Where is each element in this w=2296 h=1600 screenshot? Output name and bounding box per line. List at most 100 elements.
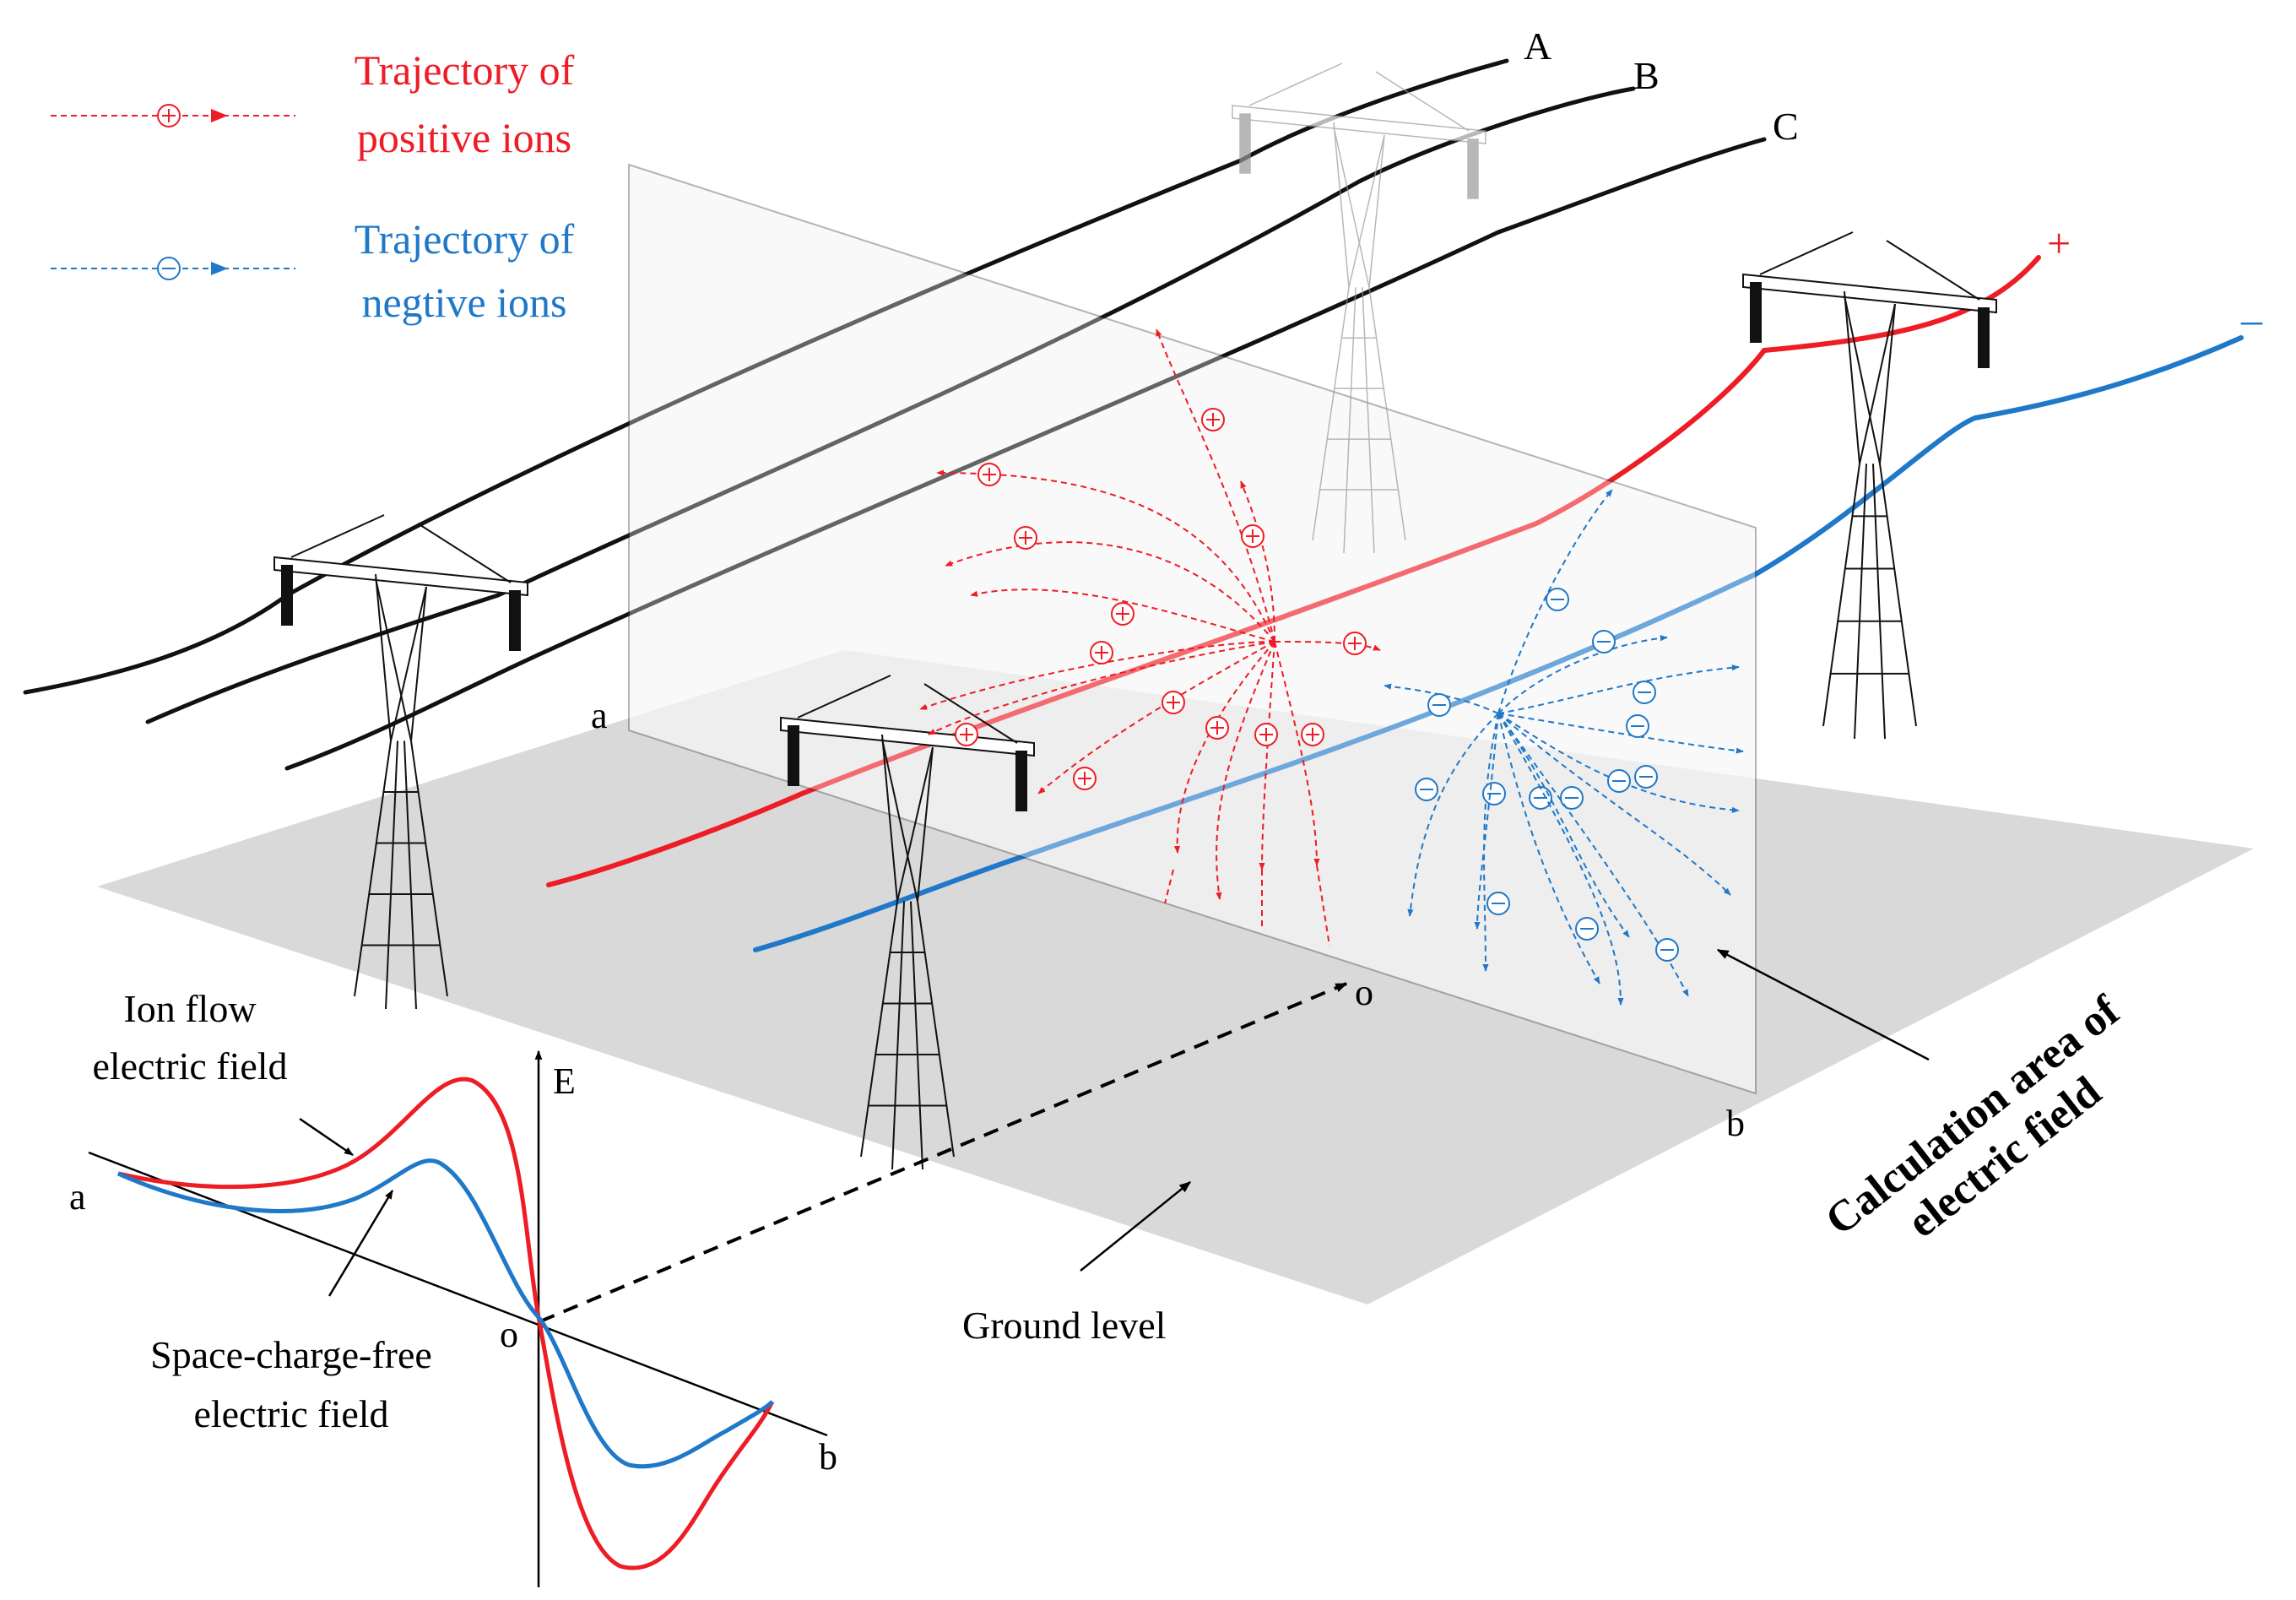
dc-positive-label: + [2047, 220, 2071, 267]
projection-dashed-line [539, 982, 1348, 1323]
negative-ion-trajectory-2 [1497, 630, 1668, 714]
negative-ion-trajectory-4 [1497, 713, 1744, 754]
positive-ion-trajectory-1 [1156, 328, 1275, 643]
plus-in-circle-icon [1162, 691, 1185, 714]
tower-ac-left [273, 514, 528, 1010]
space-charge-free-label-line1: Space-charge-free [150, 1333, 432, 1376]
negative-ion-trajectory-3 [1497, 664, 1740, 714]
minus-in-circle-icon [1482, 782, 1506, 805]
legend-positive-sample [51, 104, 295, 127]
phase-b-conductor [145, 86, 1636, 724]
negative-ion-trajectory-7 [1407, 713, 1499, 917]
plus-in-circle-icon [1014, 526, 1037, 550]
minus-in-circle-icon [1427, 693, 1451, 717]
space-charge-free-label-line2: electric field [193, 1392, 388, 1435]
legend-negative-sample [51, 257, 295, 280]
minus-in-circle-icon [1633, 681, 1656, 704]
minus-in-circle-icon [1486, 892, 1510, 915]
tower-ac-back [1232, 62, 1486, 554]
phase-c-label: C [1773, 105, 1799, 148]
minus-in-circle-icon [1560, 786, 1584, 810]
plus-in-circle-icon [1073, 767, 1097, 790]
positive-ion-trajectory-12 [1274, 632, 1381, 655]
positive-ion-tail-3 [1316, 865, 1330, 946]
plus-in-circle-icon [1241, 524, 1264, 548]
minus-in-circle-icon [1592, 630, 1616, 654]
minus-in-circle-icon [1575, 917, 1599, 941]
plus-in-circle-icon [1301, 723, 1324, 746]
negative-ion-trajectory-8 [1482, 713, 1506, 972]
calculation-plane [629, 165, 1756, 1093]
negative-ion-trajectory-10 [1497, 713, 1630, 938]
positive-ion-trajectory-2 [936, 463, 1275, 643]
plus-in-circle-icon [977, 463, 1001, 486]
graph-axis-e: E [553, 1060, 576, 1102]
ion-flow-label-line2: electric field [92, 1044, 287, 1087]
negative-ion-trajectory-5 [1497, 713, 1740, 813]
graph-axis-b: b [819, 1436, 837, 1478]
plus-in-circle-icon [1254, 723, 1278, 746]
plus-in-circle-icon [1201, 408, 1225, 431]
positive-ion-trajectory-7 [1037, 641, 1275, 795]
ion-trajectories [919, 328, 1744, 1006]
minus-in-circle-icon [1529, 786, 1552, 810]
positive-ion-trajectory-3 [945, 526, 1275, 643]
phase-a-label: A [1524, 24, 1551, 68]
minus-in-circle-icon [1415, 778, 1438, 801]
positive-ion-trajectory-13 [1240, 480, 1275, 643]
ion-flow-pointer [299, 1117, 354, 1157]
tower-dc-right [1742, 231, 1997, 740]
ground-level-pointer [1080, 1181, 1192, 1272]
plus-in-circle-icon [1343, 632, 1367, 655]
negative-ion-trajectory-14 [1497, 713, 1624, 1006]
legend-positive-line2: positive ions [357, 114, 571, 161]
minus-in-circle-icon [1634, 765, 1658, 789]
minus-in-circle-icon [1607, 769, 1631, 793]
positive-ion-trajectory-11 [1274, 641, 1324, 866]
plus-in-circle-icon [1090, 641, 1113, 664]
calculation-plane-overlay [628, 163, 1757, 1095]
negative-ion-trajectory-12 [1497, 713, 1689, 997]
space-charge-free-pointer [328, 1190, 394, 1297]
ground-level-label: Ground level [962, 1304, 1166, 1347]
minus-in-circle-icon [1626, 714, 1649, 738]
dc-negative-label: – [2240, 296, 2263, 343]
plus-in-circle-icon [1111, 602, 1134, 626]
graph-ab-axis [88, 1151, 828, 1437]
calc-area-pointer [1716, 948, 1930, 1061]
graph-axis-o: o [500, 1314, 518, 1355]
positive-ion-trajectory-10 [1254, 641, 1278, 871]
legend-negative-line2: negtive ions [361, 279, 566, 326]
phase-c-conductor [284, 137, 1767, 771]
minus-in-circle-icon [1546, 588, 1569, 611]
positive-ion-trajectory-9 [1205, 641, 1275, 900]
field-graph: E a b o Ion flow electric field Space-ch… [69, 987, 837, 1587]
plus-in-circle-icon [955, 723, 978, 746]
negative-ion-trajectory-11 [1497, 713, 1731, 896]
plane-origin: o [1355, 972, 1373, 1013]
positive-ion-trajectory-6 [928, 641, 1275, 746]
positive-ion-trajectory-8 [1162, 641, 1275, 854]
minus-in-circle-icon [1655, 938, 1679, 962]
plus-in-circle-icon [1205, 716, 1229, 740]
dc-positive-conductor [546, 255, 2041, 887]
legend-negative-line1: Trajectory of [355, 215, 575, 263]
tower-dc-front [780, 675, 1035, 1170]
ion-flow-label-line1: Ion flow [123, 987, 257, 1030]
legend-positive-line1: Trajectory of [355, 46, 575, 94]
phase-b-label: B [1633, 54, 1660, 97]
legend: Trajectory of positive ions Trajectory o… [51, 46, 575, 326]
space-charge-free-field-curve [116, 1158, 774, 1469]
towers [273, 62, 1997, 1170]
graph-axis-a: a [69, 1176, 86, 1218]
negative-ion-trajectory-13 [1474, 713, 1510, 930]
negative-ion-trajectory-1 [1497, 489, 1613, 714]
negative-ion-trajectory-6 [1384, 683, 1499, 717]
ion-flow-field-curve [117, 1077, 775, 1570]
positive-ion-tail-1 [1164, 869, 1174, 904]
plane-corner-a: a [591, 695, 608, 736]
positive-ion-trajectory-5 [919, 641, 1275, 710]
positive-ion-trajectory-4 [970, 588, 1275, 643]
